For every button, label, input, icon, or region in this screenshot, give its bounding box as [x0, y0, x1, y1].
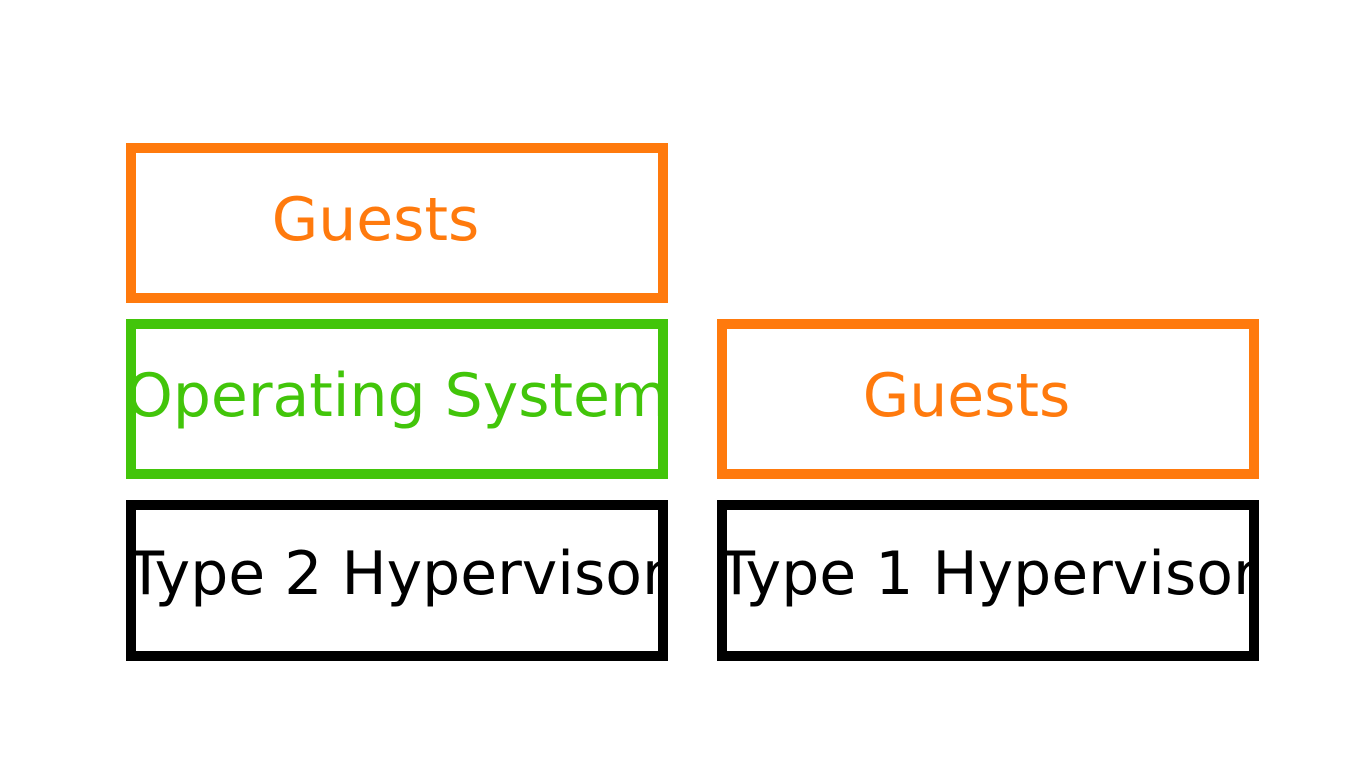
guests-label-type2: Guests [271, 185, 480, 255]
guests-label-type1: Guests [862, 361, 1071, 431]
type1-hypervisor-box: Type 1 Hypervisor [717, 500, 1259, 661]
type2-hypervisor-box: Type 2 Hypervisor [126, 500, 668, 661]
guests-box-type1: Guests [717, 319, 1259, 479]
type2-hypervisor-label: Type 2 Hypervisor [127, 538, 667, 609]
operating-system-box: Operating System [126, 319, 668, 479]
guests-box-type2: Guests [126, 143, 668, 303]
operating-system-label: Operating System [125, 361, 669, 431]
type1-hypervisor-label: Type 1 Hypervisor [718, 538, 1258, 609]
